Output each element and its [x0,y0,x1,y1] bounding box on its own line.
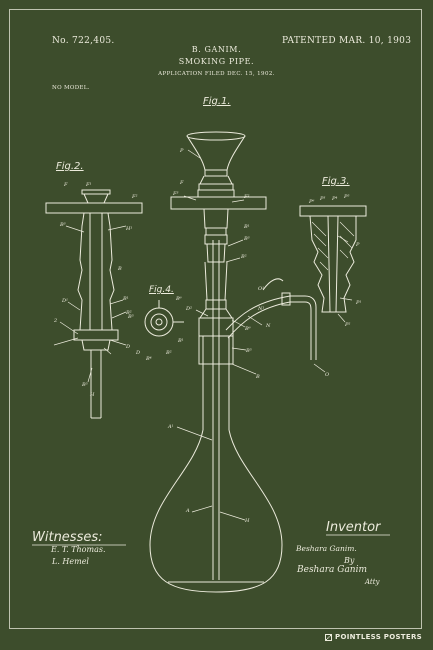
brand-mark-icon [325,633,333,641]
model-note: NO MODEL. [52,85,90,91]
label-f4-B4: B⁴ [145,356,152,362]
label-f1-N: N [265,323,271,329]
application-filed: APPLICATION FILED DEC. 15, 1902. [158,71,275,77]
label-f2-F1: F¹ [85,182,91,188]
label-f4-B1: B¹ [177,338,184,344]
label-f1-B5: B⁵ [245,348,252,354]
label-f2-D1: D¹ [61,298,68,304]
attorney-mark: Atty [365,578,380,586]
witness-2: L. Hemel [52,557,89,566]
fig-3-label: Fig.3. [322,176,350,187]
inventor-heading: Inventor [326,520,381,535]
label-f3-P6: P⁶ [308,199,314,205]
label-f2-B2: B² [125,310,132,316]
label-f2-2: 2 [53,318,57,324]
label-f2-F2: F² [131,194,137,200]
brand-name: POINTLESS POSTERS [335,633,422,641]
label-f1-B: B [255,374,260,380]
label-f2-H: H [89,392,95,398]
label-f3-P3: P³ [319,196,325,202]
inventor-name: B. GANIM. [191,45,242,54]
patent-number: No. 722,405. [52,36,115,46]
label-f1-F2: F² [243,194,249,200]
poster-border [9,9,422,629]
label-f1-B3: B³ [243,236,250,242]
label-f3-P: P [355,242,360,248]
label-f1-F3: F³ [172,191,178,197]
label-f4-B2: B² [165,350,172,356]
patent-date: PATENTED MAR. 10, 1903 [282,36,412,46]
label-f1-D2: D² [185,306,192,312]
label-f2-B: B [117,266,122,272]
witnesses-heading: Witnesses: [32,530,103,545]
label-f1-B1: B¹ [243,224,250,230]
label-f4-B5: B⁵ [127,314,134,320]
label-f4-D: D [135,350,140,356]
label-f1-P: P [179,148,184,154]
fig-1-label: Fig.1. [203,96,231,107]
label-f1-B2: B² [240,254,247,260]
label-f2-B1: B¹ [122,296,129,302]
label-f3-P1: P¹ [355,300,361,306]
label-f1-O: O [325,372,329,378]
label-f2-H1: H¹ [125,226,132,232]
label-f2-F: F [63,182,68,188]
label-f1-A1: A¹ [167,424,174,430]
fig-3-drawing [300,206,366,312]
inventor-by: By [344,556,355,565]
label-f1-N1: N¹ [257,306,264,312]
label-f3-P4: P⁴ [331,196,337,202]
label-f4-B6: B⁶ [175,296,182,302]
label-f1-H: H [244,518,250,524]
fig-2-label: Fig.2. [56,161,84,172]
patent-title: SMOKING PIPE. [178,57,255,66]
label-f1-B6: B⁶ [244,326,251,332]
label-f2-B5: B⁵ [81,382,88,388]
leader-lines [54,150,352,520]
fig-1-drawing [150,132,316,592]
label-f2-D: D [125,344,130,350]
label-f2-B3: B³ [59,222,66,228]
inventor-signature: Beshara Ganim [297,565,368,575]
label-f3-P5: P⁵ [343,194,349,200]
fig-2-drawing [46,190,142,418]
label-f3-P2: P² [344,322,350,328]
fig-4-label: Fig.4. [149,285,174,295]
inventor-printed-name: Beshara Ganim. [296,544,357,553]
witness-1: E. T. Thomas. [51,545,106,554]
brand-logo: POINTLESS POSTERS [325,633,422,641]
label-f1-F: F [179,180,184,186]
label-f1-O1: O¹ [258,286,264,292]
label-f1-A: A [185,508,190,514]
fig-4-drawing [145,300,184,336]
